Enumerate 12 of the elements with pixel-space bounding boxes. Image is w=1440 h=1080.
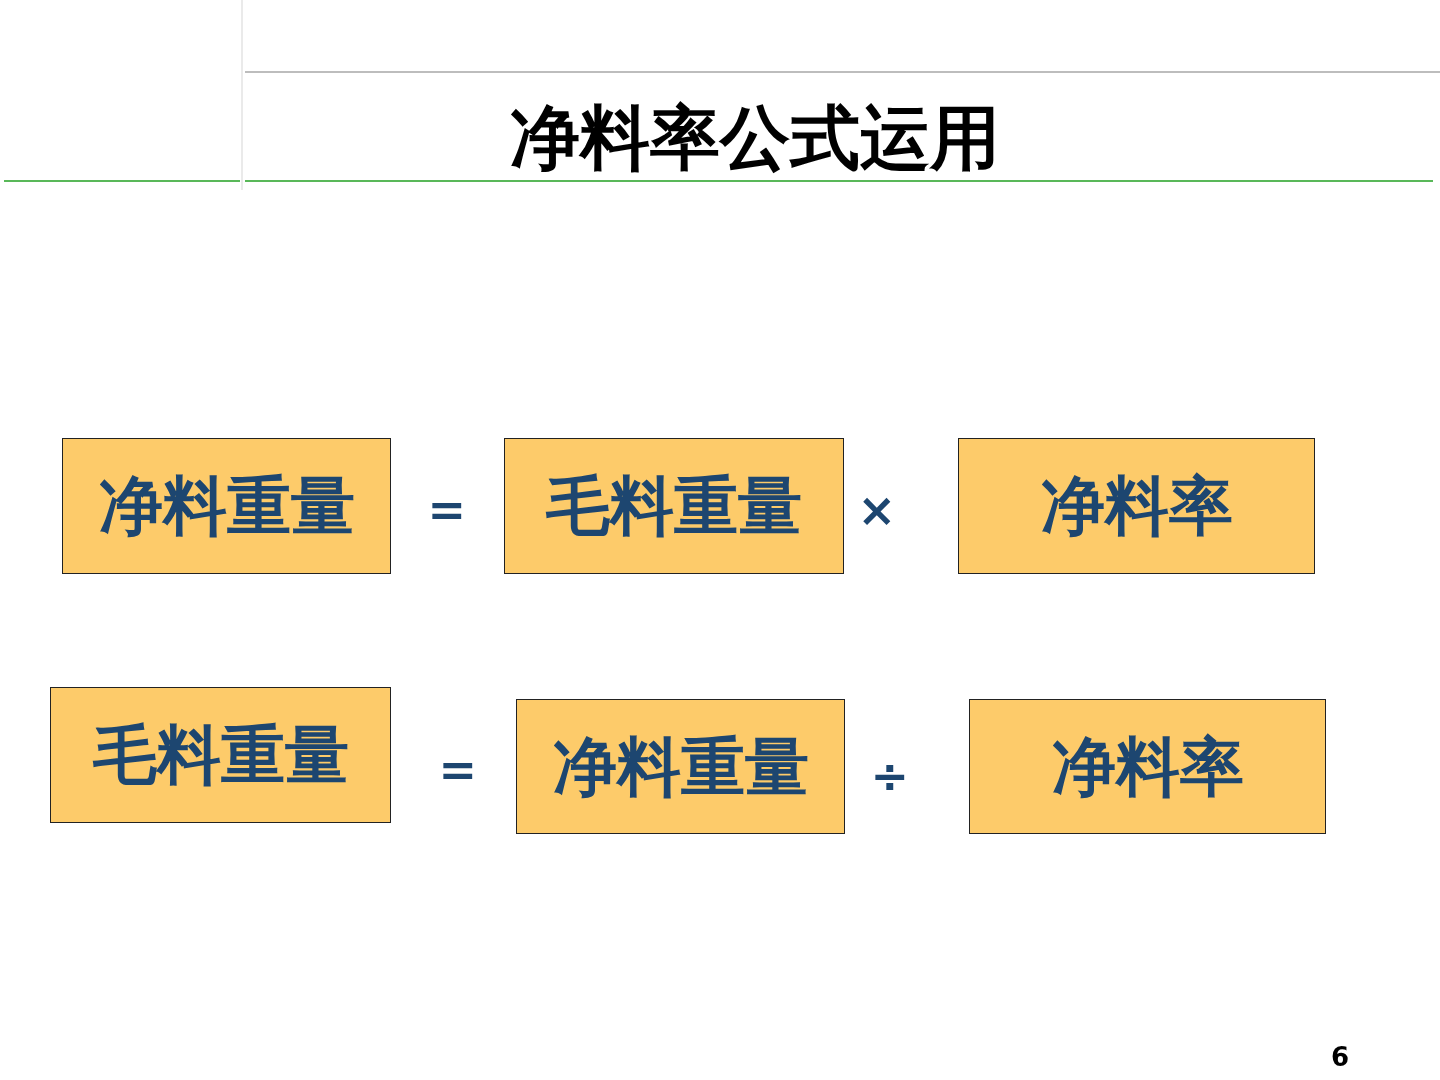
formula-box: 净料率: [958, 438, 1315, 574]
slide-title: 净料率公式运用: [510, 103, 1000, 173]
division-sign: ÷: [870, 753, 910, 799]
formula-box: 毛料重量: [504, 438, 844, 574]
formula-box: 净料率: [969, 699, 1326, 834]
page-number: 6: [1331, 1044, 1350, 1070]
formula-box: 净料重量: [516, 699, 845, 834]
formula-box: 净料重量: [62, 438, 391, 574]
equals-sign: =: [438, 747, 478, 793]
times-sign: ×: [857, 487, 897, 533]
equals-sign: =: [427, 487, 467, 533]
formula-box: 毛料重量: [50, 687, 391, 823]
